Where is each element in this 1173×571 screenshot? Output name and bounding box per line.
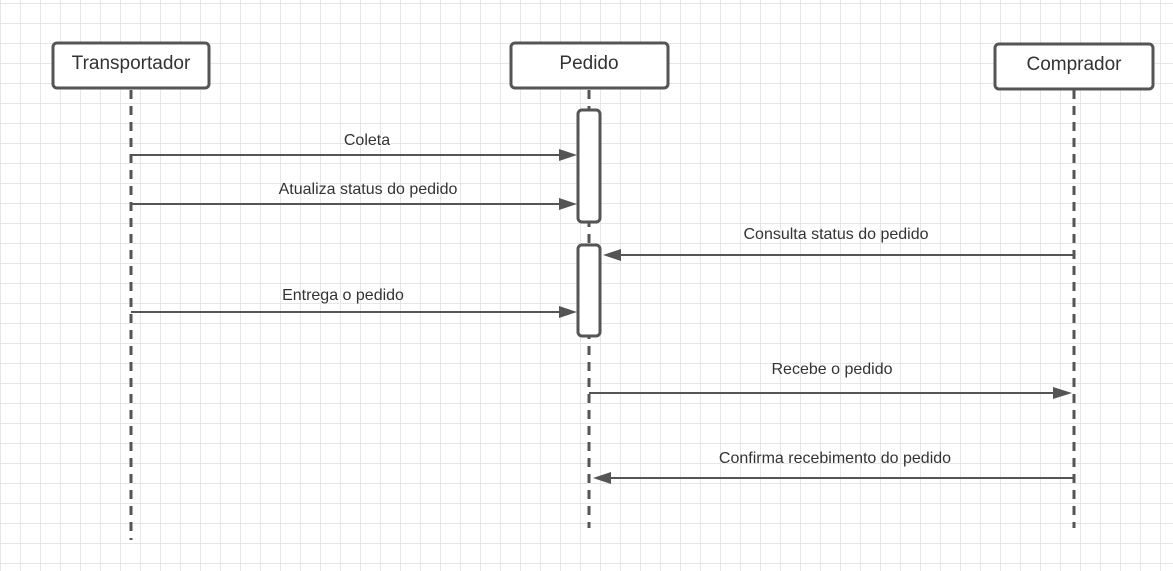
arrow-right-icon: [559, 149, 577, 161]
message-label: Consulta status do pedido: [743, 226, 928, 243]
message-atualiza-status[interactable]: Atualiza status do pedido: [131, 181, 577, 210]
arrow-left-icon: [593, 472, 611, 484]
message-label: Recebe o pedido: [772, 361, 893, 378]
participant-label: Comprador: [1026, 54, 1122, 75]
arrow-left-icon: [603, 249, 621, 261]
activation-bar-1: [576, 108, 602, 224]
arrow-right-icon: [559, 306, 577, 318]
message-label: Coleta: [344, 132, 390, 149]
message-entrega[interactable]: Entrega o pedido: [131, 287, 577, 318]
participant-pedido[interactable]: Pedido: [509, 41, 670, 90]
participant-label: Transportador: [72, 53, 191, 74]
message-coleta[interactable]: Coleta: [131, 132, 577, 161]
participant-transportador[interactable]: Transportador: [51, 41, 211, 90]
message-label: Entrega o pedido: [282, 287, 404, 304]
message-confirma[interactable]: Confirma recebimento do pedido: [593, 450, 1074, 484]
activation-bar-2: [576, 243, 602, 338]
message-label: Confirma recebimento do pedido: [719, 450, 951, 467]
message-label: Atualiza status do pedido: [279, 181, 458, 198]
participant-comprador[interactable]: Comprador: [993, 42, 1155, 91]
participant-label: Pedido: [559, 53, 618, 74]
message-recebe[interactable]: Recebe o pedido: [589, 361, 1072, 399]
message-consulta-status[interactable]: Consulta status do pedido: [603, 226, 1074, 261]
arrow-right-icon: [1053, 387, 1072, 399]
arrow-right-icon: [559, 198, 577, 210]
